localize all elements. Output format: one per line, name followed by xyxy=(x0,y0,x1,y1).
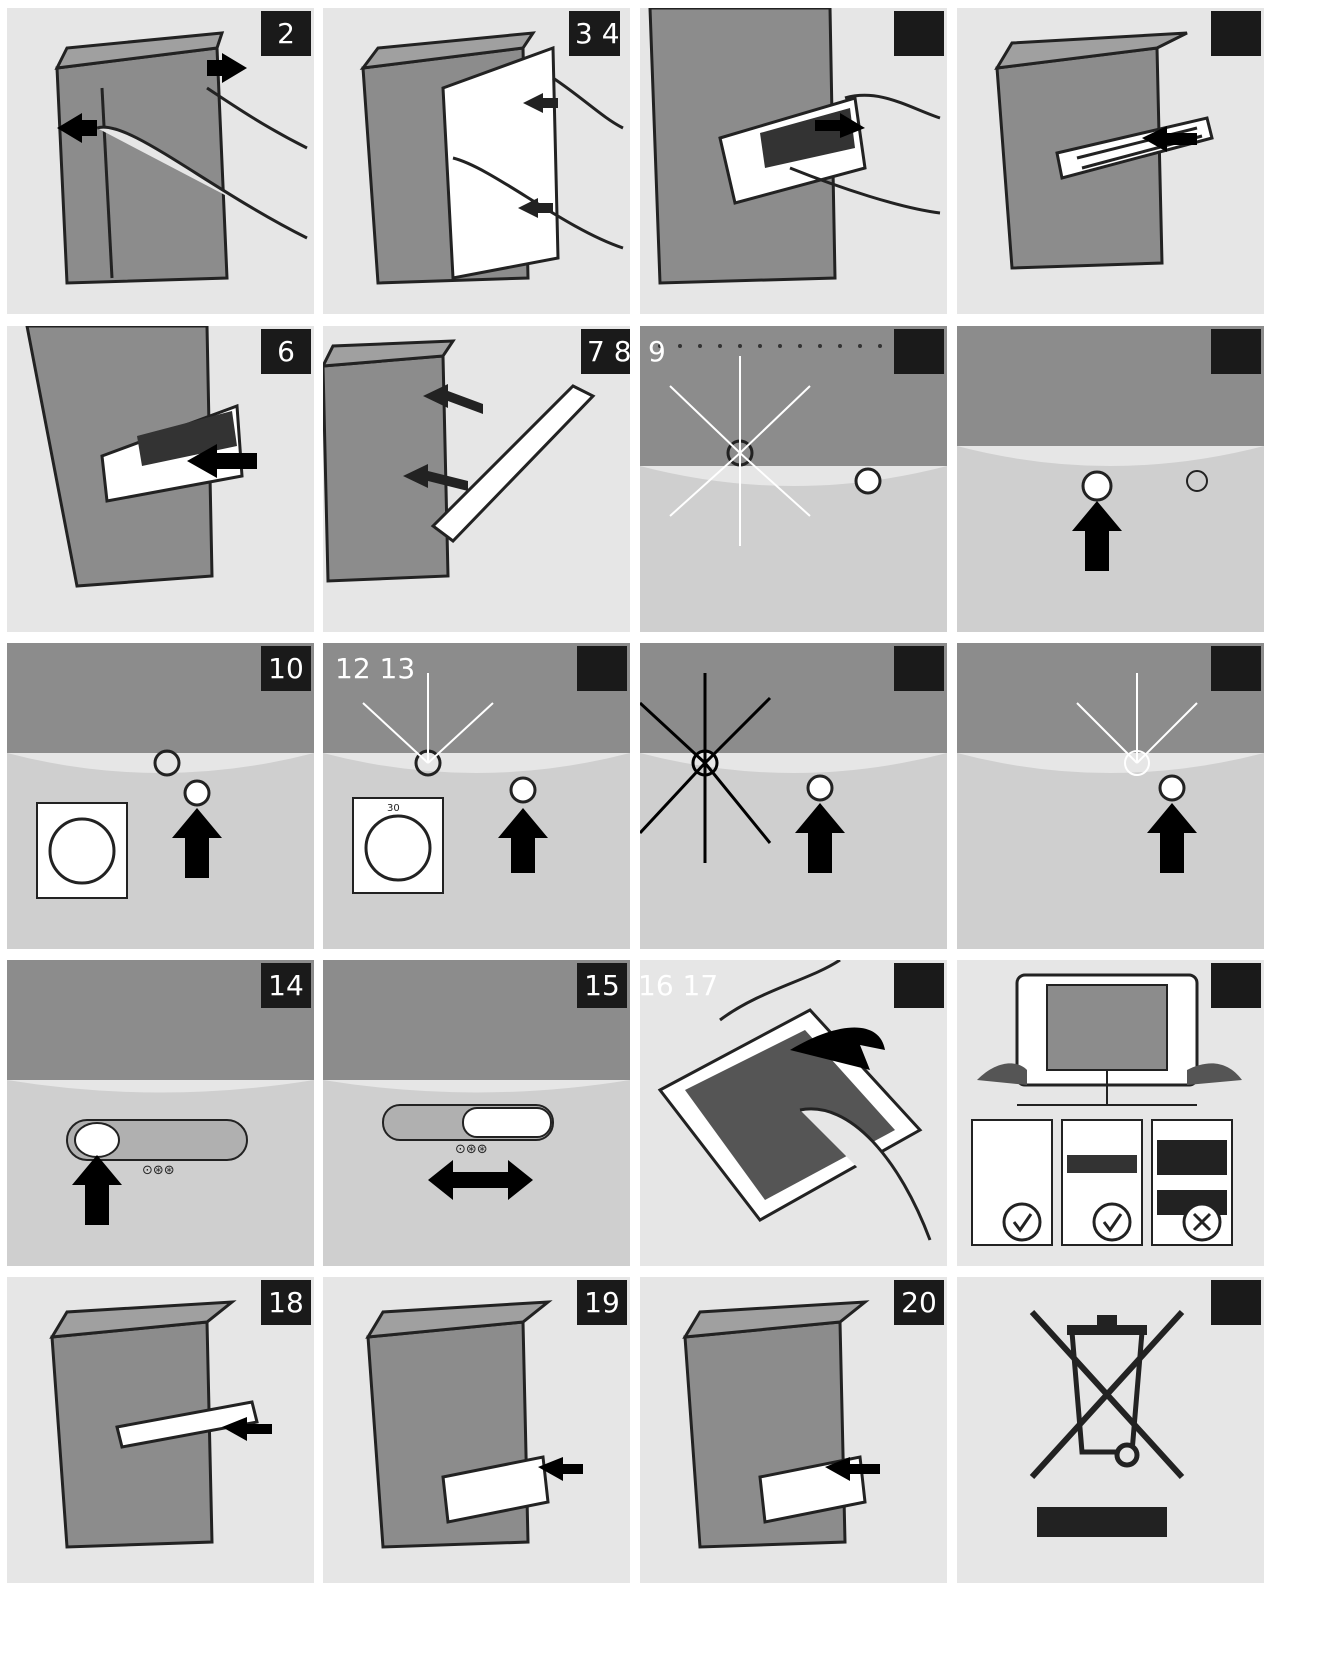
step-number: 2 xyxy=(261,11,311,56)
step-number: 3 4 xyxy=(569,11,620,56)
step-panel-19: 19 xyxy=(323,1277,630,1583)
step-panel-18: 18 xyxy=(7,1277,314,1583)
press-button-illustration xyxy=(957,643,1264,949)
step-number: 14 xyxy=(261,963,311,1008)
insert-filter-illustration xyxy=(994,31,1214,270)
step-number: 20 xyxy=(894,1280,944,1325)
step-number-blank xyxy=(1211,329,1261,374)
step-panel-disposal xyxy=(957,1277,1264,1583)
step-panel-5b xyxy=(957,8,1264,314)
light-blinking-illustration xyxy=(640,643,947,949)
step-panel-9: 9 xyxy=(640,326,947,632)
step-number-blank xyxy=(894,646,944,691)
step-panel-14: ⊙⊛⊛ 14 xyxy=(7,960,314,1266)
step-number-blank xyxy=(1211,646,1261,691)
step-number: 19 xyxy=(577,1280,627,1325)
remove-prefilter-illustration xyxy=(648,8,941,285)
remove-filter-illustration xyxy=(49,1300,272,1549)
insert-bottom-filter-illustration xyxy=(682,1300,880,1549)
filter-condition-chart-illustration xyxy=(971,973,1242,1246)
step-number: 9 xyxy=(648,335,666,368)
crossed-bin-icon xyxy=(1029,1309,1185,1537)
step-number-blank xyxy=(1211,963,1261,1008)
step-number: 15 xyxy=(577,963,627,1008)
step-number-blank xyxy=(577,646,627,691)
insert-filter-illustration xyxy=(25,326,257,588)
step-number-blank xyxy=(894,963,944,1008)
step-number-blank xyxy=(1211,11,1261,56)
step-panel-6: 6 xyxy=(7,326,314,632)
speed-slider-illustration xyxy=(323,960,630,1266)
step-number: 12 13 xyxy=(335,652,416,685)
step-panel-2: 2 xyxy=(7,8,314,314)
remove-front-panel-illustration xyxy=(359,31,624,285)
step-panel-9b xyxy=(957,326,1264,632)
remove-bottom-filter-illustration xyxy=(365,1300,583,1549)
clean-filter-illustration xyxy=(657,960,932,1241)
press-reset-button-illustration xyxy=(957,326,1264,632)
step-panel-16-17: 16 17 xyxy=(640,960,947,1266)
step-number-blank xyxy=(1211,1280,1261,1325)
step-panel-10: 10 xyxy=(7,643,314,949)
step-panel-20: 20 xyxy=(640,1277,947,1583)
step-panel-7-8: 7 8 xyxy=(323,326,630,632)
speed-symbols: ⊙⊛⊛ xyxy=(455,1142,488,1157)
fan-speed-button-illustration xyxy=(7,643,314,949)
step-number: 18 xyxy=(261,1280,311,1325)
step-panel-15: ⊙⊛⊛ 15 xyxy=(323,960,630,1266)
step-number-blank xyxy=(894,329,944,374)
step-number: 16 17 xyxy=(640,969,719,1002)
step-panel-13c xyxy=(957,643,1264,949)
step-panel-5 xyxy=(640,8,947,314)
fan-timer-value: 30 xyxy=(387,803,400,814)
step-panel-13b xyxy=(640,643,947,949)
step-number: 7 8 xyxy=(581,329,630,374)
step-number: 6 xyxy=(261,329,311,374)
open-front-panel-illustration xyxy=(54,31,308,285)
speed-symbols: ⊙⊛⊛ xyxy=(142,1163,175,1178)
power-button-illustration xyxy=(7,960,314,1266)
step-number-blank xyxy=(894,11,944,56)
step-panel-3-4: 3 4 xyxy=(323,8,630,314)
step-number: 10 xyxy=(261,646,311,691)
reattach-front-panel-illustration xyxy=(323,339,596,583)
step-panel-17b xyxy=(957,960,1264,1266)
filter-light-blinking-illustration xyxy=(640,326,947,632)
step-panel-12-13: 12 13 30 xyxy=(323,643,630,949)
